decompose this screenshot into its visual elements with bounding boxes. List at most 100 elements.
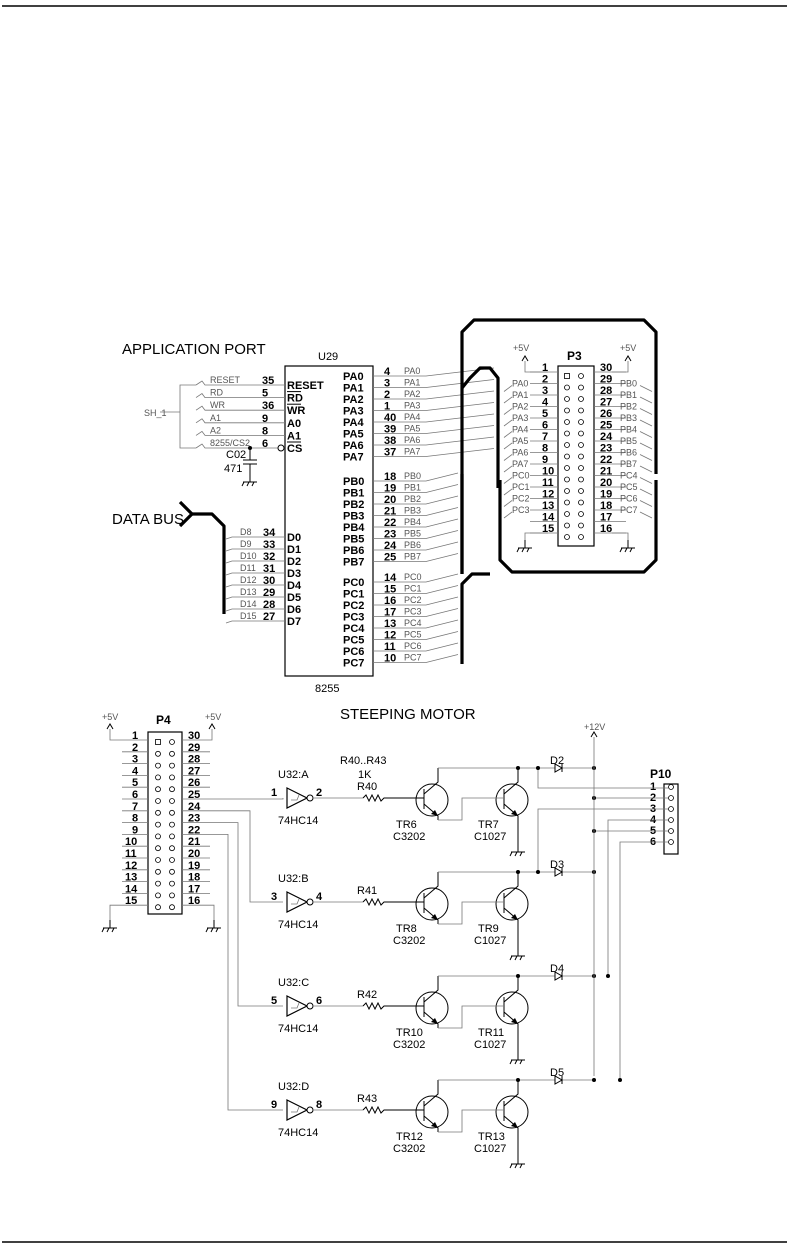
p10-pad xyxy=(668,828,674,834)
p4-right-pin: 20 xyxy=(188,848,200,860)
transistor-b-body xyxy=(495,991,529,1025)
p4-pad xyxy=(155,786,161,793)
junction-dot xyxy=(516,766,520,770)
cs-inversion-bubble xyxy=(277,444,285,452)
transistor-a-arrow xyxy=(431,914,438,920)
transistor-b-collector xyxy=(503,976,519,1003)
gate-ref: U32:A xyxy=(278,769,309,781)
p3-right-pin: 24 xyxy=(600,431,613,443)
port_c-pin-number: 13 xyxy=(384,618,396,630)
inverter-triangle xyxy=(286,891,309,913)
inverter-bubble xyxy=(306,898,314,906)
p4-pad xyxy=(155,809,161,816)
data-signal: D13 xyxy=(240,587,257,597)
port_a-signal: PA5 xyxy=(404,424,420,434)
gate-ref: U32:B xyxy=(278,873,309,885)
p4-vcc-right-wire xyxy=(210,729,213,741)
port_a-pin-name: PA0 xyxy=(343,371,364,383)
ctrl-pin-number: 6 xyxy=(262,438,268,450)
p3-pad xyxy=(564,465,570,471)
diode-ref: D4 xyxy=(550,963,564,975)
data-pin-name: D2 xyxy=(287,556,301,568)
p3-bus-entry xyxy=(639,419,653,427)
port_c-pin-number: 16 xyxy=(384,595,396,607)
junction-dot xyxy=(516,870,520,874)
input-wire xyxy=(210,810,283,903)
p4-gnd-left-wire xyxy=(109,904,122,920)
transistor-a-collector xyxy=(423,768,439,795)
p4-right-pin: 19 xyxy=(188,860,200,872)
p4-right-pin: 30 xyxy=(188,730,200,742)
p3-right-signal: PB7 xyxy=(620,459,637,469)
p3-left-signal: PA7 xyxy=(512,459,528,469)
p10-pin: 1 xyxy=(650,781,656,793)
p4-pad xyxy=(155,798,161,804)
p3-bus-entry xyxy=(639,408,653,415)
p3-bus-entry xyxy=(639,465,653,473)
p3-bus-entry xyxy=(503,477,513,484)
p3-right-pin: 29 xyxy=(600,374,612,386)
ctrl-wire xyxy=(195,393,285,398)
p3-pad xyxy=(578,384,584,391)
port_a-signal: PA6 xyxy=(404,435,420,445)
p3-bus-entry xyxy=(639,454,653,461)
p4-pad xyxy=(155,845,161,852)
p10-wire xyxy=(537,808,668,872)
transistor-a-arrow xyxy=(431,1122,438,1128)
p4-vcc-right: +5V xyxy=(205,712,221,722)
p3-bus-entry xyxy=(503,454,513,461)
gate-out-pin: 4 xyxy=(316,891,323,903)
port_a-pin-name: PA3 xyxy=(343,406,364,418)
data-signal: D10 xyxy=(240,551,257,561)
p4-right-pin: 28 xyxy=(188,754,200,766)
resistor-ref: R42 xyxy=(357,989,377,1001)
p4-vcc-left-arrow xyxy=(106,723,114,730)
transistor-a-part: C3202 xyxy=(393,1039,425,1051)
p3-pad xyxy=(564,453,570,460)
junction-dot xyxy=(516,974,520,978)
p3-pad xyxy=(578,476,584,483)
port_a-pin-name: PA4 xyxy=(343,417,364,429)
p10-pad xyxy=(668,806,674,812)
p3-right-signal: PB6 xyxy=(620,448,637,458)
darlington-link xyxy=(438,797,504,821)
p3-left-pin: 14 xyxy=(542,512,555,524)
p4-left-pin: 11 xyxy=(125,848,137,860)
p3-right-signal: PB4 xyxy=(620,425,637,435)
junction-dot xyxy=(618,1078,622,1082)
p3-pad xyxy=(564,430,570,437)
resistor-zigzag xyxy=(362,1001,412,1011)
port_a-wire xyxy=(373,367,495,377)
port_c-signal: PC6 xyxy=(404,641,422,651)
p3-pad xyxy=(564,396,570,402)
transistor-a-ref: TR6 xyxy=(396,819,417,831)
p3-bus-entry xyxy=(503,385,513,392)
port_a-pin-number: 40 xyxy=(384,412,396,424)
transistor-a-collector xyxy=(423,1080,439,1107)
ctrl-wire xyxy=(195,405,285,411)
p3-vcc-left-wire xyxy=(524,361,548,373)
ctrl-signal: 8255/CS2 xyxy=(210,438,250,448)
p3-bus-entry xyxy=(503,488,513,496)
port_a-pin-number: 3 xyxy=(384,378,390,390)
p3-pad xyxy=(564,499,570,506)
port_a-wire xyxy=(373,436,495,446)
p4-pad xyxy=(155,868,161,875)
resistor-ref: R40 xyxy=(357,781,377,793)
p3-right-signal: PB2 xyxy=(620,402,637,412)
p3-bus-entry xyxy=(639,488,653,496)
port_c-pin-name: PC5 xyxy=(343,635,364,647)
junction-dot xyxy=(516,1078,520,1082)
p3-pad xyxy=(564,488,570,494)
p4-pad xyxy=(169,821,175,828)
ctrl-pin-number: 8 xyxy=(262,425,268,437)
inverter-triangle xyxy=(286,995,309,1017)
p4-pad xyxy=(155,833,161,840)
p4-pad xyxy=(155,892,161,899)
p3-left-pin: 12 xyxy=(542,489,554,501)
port_a-pin-number: 38 xyxy=(384,435,396,447)
p3-right-pin: 25 xyxy=(600,420,612,432)
transistor-a-collector xyxy=(423,872,439,899)
